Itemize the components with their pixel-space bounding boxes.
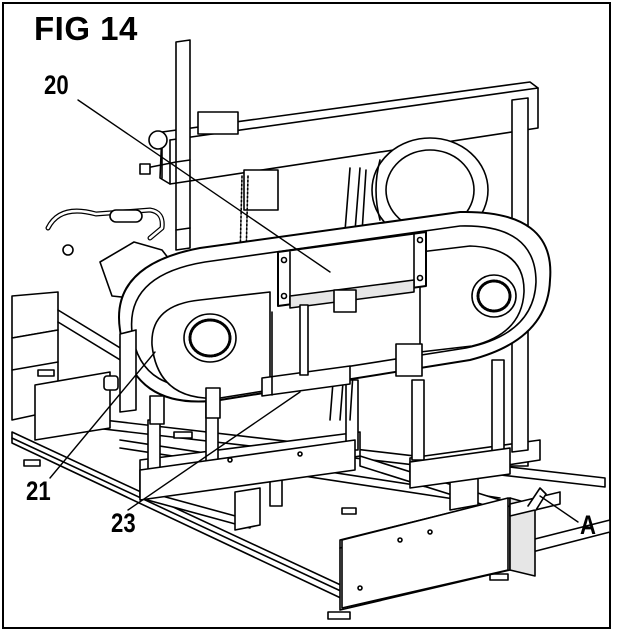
upper-frame (139, 39, 539, 453)
leader-A (539, 495, 579, 523)
track-end-hook (509, 487, 561, 517)
track-rail-left (11, 291, 141, 441)
callout-21: 21 (26, 476, 51, 506)
figure-title: FIG 14 (34, 10, 138, 47)
leader-20 (77, 99, 331, 273)
carriage-side-plates (139, 439, 511, 609)
bandwheel-housing (103, 210, 552, 425)
leader-21 (49, 351, 156, 479)
callout-a: A (580, 510, 596, 540)
leader-23 (127, 391, 301, 511)
leader-lines (49, 99, 579, 523)
callout-23: 23 (111, 508, 136, 538)
callout-20: 20 (44, 70, 69, 100)
